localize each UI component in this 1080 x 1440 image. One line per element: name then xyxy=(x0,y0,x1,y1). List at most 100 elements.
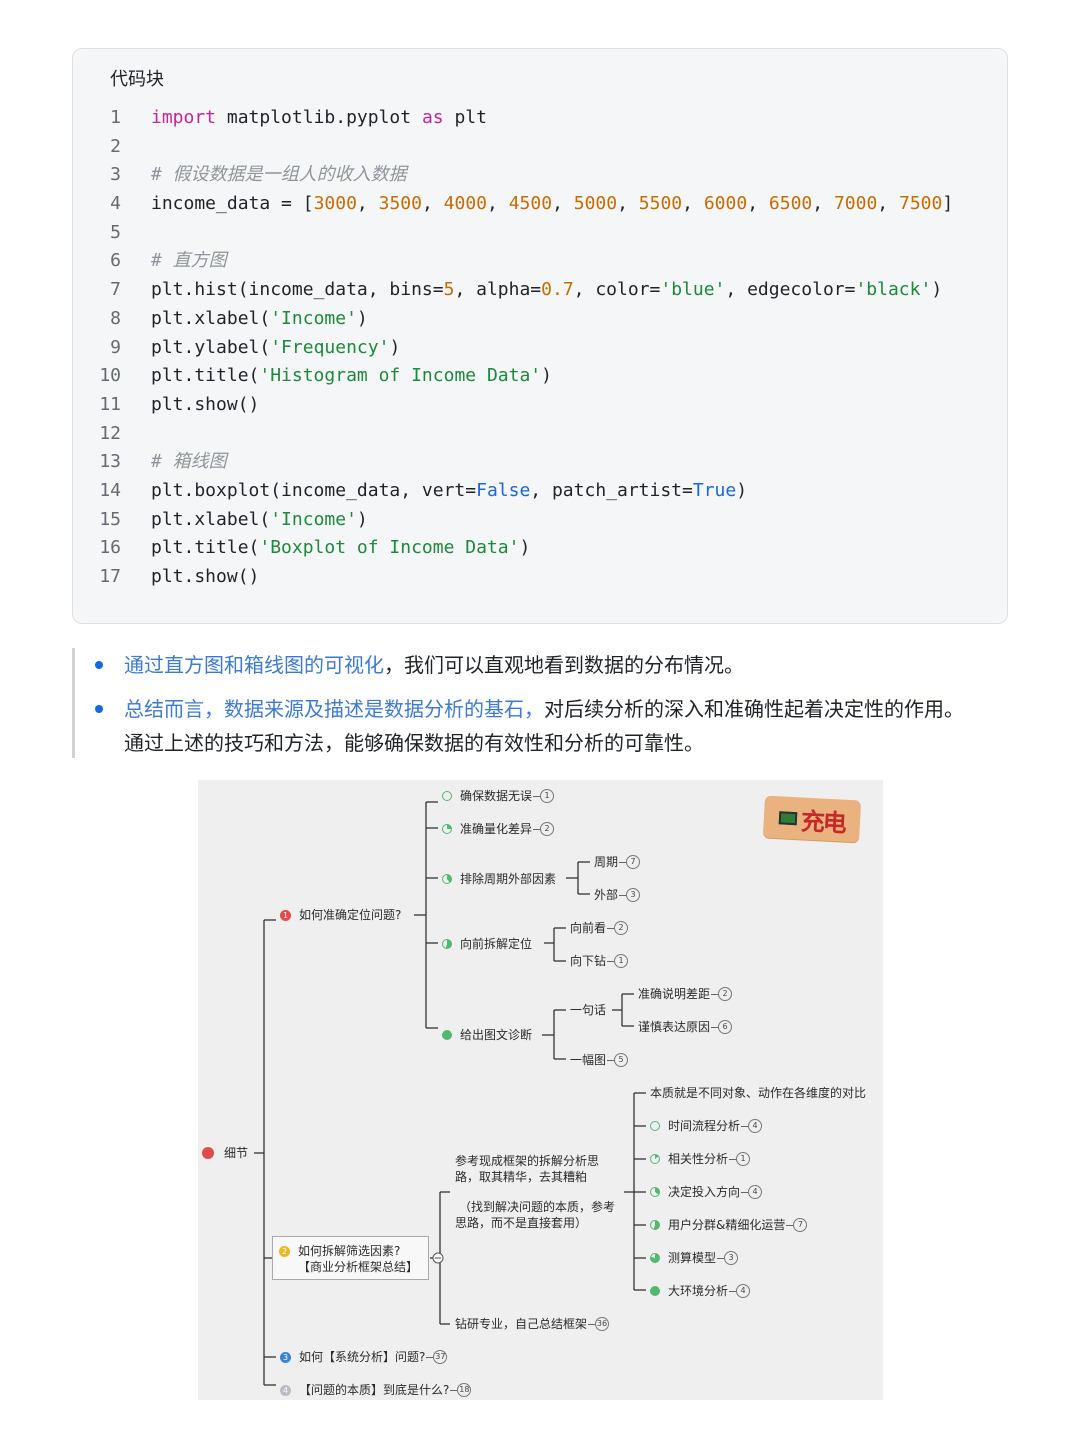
code-line: 13 # 箱线图 xyxy=(73,448,1007,477)
mindmap-q1: 1 如何准确定位问题? xyxy=(280,907,401,923)
line-number: 9 xyxy=(110,336,121,358)
code-text: plt.title('Boxplot of Income Data') xyxy=(151,537,531,559)
code-line: 8 plt.xlabel('Income') xyxy=(73,305,1007,334)
code-line: 14 plt.boxplot(income_data, vert=False, p… xyxy=(73,477,1007,506)
code-line: 10 plt.title('Histogram of Income Data') xyxy=(73,362,1007,391)
mindmap-node: 参考现成框架的拆解分析思 路，取其精华，去其糟粕 （找到解决问题的本质，参考 思… xyxy=(455,1154,616,1230)
mindmap-node: 一句话 xyxy=(570,1003,607,1017)
root-dot-icon xyxy=(202,1147,214,1159)
line-number: 12 xyxy=(99,422,121,444)
code-line: 7 plt.hist(income_data, bins=5, alpha=0.7… xyxy=(73,276,1007,305)
progress-pie-icon xyxy=(650,1187,660,1197)
code-text: plt.xlabel('Income') xyxy=(151,508,368,530)
code-text: # 箱线图 xyxy=(151,451,227,473)
badge-icon: 2 xyxy=(279,1245,290,1257)
code-text: income_data = [3000, 3500, 4000, 4500, 5… xyxy=(151,193,954,215)
code-line: 5 xyxy=(73,219,1007,248)
code-text: plt.xlabel('Income') xyxy=(151,307,368,329)
mindmap-node: 排除周期外部因素 xyxy=(442,871,556,887)
code-line: 1 import matplotlib.pyplot as plt xyxy=(73,104,1007,133)
line-number: 16 xyxy=(99,537,121,559)
bullet-dot xyxy=(95,661,103,669)
code-line: 2 xyxy=(73,133,1007,162)
bullet-text: 对后续分析的深入和准确性起着决定性的作用。 xyxy=(544,697,964,721)
line-number: 10 xyxy=(99,365,121,387)
line-number: 17 xyxy=(99,566,121,587)
code-line: 12 xyxy=(73,420,1007,449)
code-text: plt.title('Histogram of Income Data') xyxy=(151,365,552,387)
code-line: 6 # 直方图 xyxy=(73,247,1007,276)
line-number: 2 xyxy=(110,135,121,157)
line-number: 8 xyxy=(110,307,121,329)
quote-block: 通过直方图和箱线图的可视化，我们可以直观地看到数据的分布情况。 总结而言，数据来… xyxy=(72,648,1011,758)
progress-pie-icon xyxy=(650,1253,660,1263)
charge-logo: 充电 xyxy=(762,795,862,843)
code-text: # 假设数据是一组人的收入数据 xyxy=(151,164,407,186)
progress-pie-icon xyxy=(650,1154,660,1164)
code-text: plt.hist(income_data, bins=5, alpha=0.7,… xyxy=(151,279,943,301)
progress-pie-icon xyxy=(442,939,452,949)
code-block: 代码块 1 import matplotlib.pyplot as plt 2 3 # … xyxy=(72,48,1008,624)
progress-pie-icon xyxy=(442,791,452,801)
mindmap-q3: 3 如何【系统分析】问题?37 xyxy=(280,1349,448,1365)
code-line: 3 # 假设数据是一组人的收入数据 xyxy=(73,161,1007,190)
bullet-text: ，我们可以直观地看到数据的分布情况。 xyxy=(384,653,744,677)
mindmap-q2: 2 如何拆解筛选因素? 【商业分析框架总结】 xyxy=(272,1236,429,1280)
badge-icon: 1 xyxy=(280,909,291,921)
code-text xyxy=(121,133,151,162)
code-line: 4 income_data = [3000, 3500, 4000, 4500, … xyxy=(73,190,1007,219)
code-text: # 直方图 xyxy=(151,250,227,272)
code-text: plt.ylabel('Frequency') xyxy=(151,336,401,358)
check-circle-icon xyxy=(442,1030,452,1040)
line-number: 1 xyxy=(110,107,121,128)
code-line: 17 plt.show() xyxy=(73,563,1007,592)
progress-pie-icon xyxy=(442,824,452,834)
mindmap-node: 向前拆解定位 xyxy=(442,936,532,952)
code-block-title: 代码块 xyxy=(110,69,164,90)
line-number: 6 xyxy=(110,250,121,272)
bullet-text-line2: 通过上述的技巧和方法，能够确保数据的有效性和分析的可靠性。 xyxy=(124,731,704,755)
line-number: 5 xyxy=(110,221,121,243)
progress-pie-icon xyxy=(650,1220,660,1230)
progress-pie-icon xyxy=(650,1121,660,1131)
mindmap-connectors xyxy=(254,801,646,1386)
code-text: import matplotlib.pyplot as plt xyxy=(151,107,487,128)
mindmap-q4: 4 【问题的本质】到底是什么?18 xyxy=(280,1382,472,1398)
line-number: 7 xyxy=(110,279,121,301)
line-number: 11 xyxy=(99,393,121,415)
line-number: 4 xyxy=(110,193,121,215)
code-text: plt.show() xyxy=(151,393,260,415)
check-circle-icon xyxy=(650,1286,660,1296)
code-line: 16 plt.title('Boxplot of Income Data') xyxy=(73,534,1007,563)
mindmap-root: 细节 xyxy=(202,1145,248,1161)
code-text: plt.show() xyxy=(151,566,260,587)
highlight-text: 总结而言，数据来源及描述是数据分析的基石， xyxy=(124,697,544,721)
badge-icon: 4 xyxy=(280,1384,291,1396)
line-number: 14 xyxy=(99,479,121,501)
mindmap-node: 本质就是不同对象、动作在各维度的对比 xyxy=(650,1086,867,1100)
bullet-dot xyxy=(95,705,103,713)
progress-pie-icon xyxy=(442,874,452,884)
line-number: 3 xyxy=(110,164,121,186)
code-line: 9 plt.ylabel('Frequency') xyxy=(73,334,1007,363)
line-number: 13 xyxy=(99,451,121,473)
badge-icon: 3 xyxy=(280,1351,291,1363)
code-text xyxy=(121,219,151,248)
code-text: plt.boxplot(income_data, vert=False, pat… xyxy=(151,479,748,501)
